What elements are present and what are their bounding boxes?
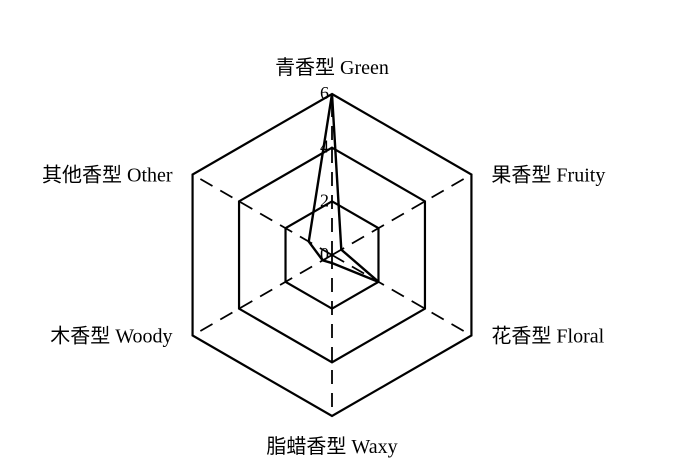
spoke-2 bbox=[331, 173, 472, 256]
radar-series-layer bbox=[307, 93, 380, 283]
axis-label-woody: 木香型 Woody bbox=[50, 325, 172, 348]
grid-ring-3 bbox=[191, 92, 473, 418]
axis-label-fruity: 果香型 Fruity bbox=[491, 164, 605, 187]
axis-label-other: 其他香型 Other bbox=[42, 164, 173, 187]
axis-label-floral: 花香型 Floral bbox=[491, 325, 604, 348]
radar-spokes bbox=[192, 94, 472, 416]
tick-label-2: 2 bbox=[320, 190, 329, 210]
tick-label-4: 4 bbox=[320, 137, 329, 157]
spoke-3 bbox=[331, 254, 472, 337]
radar-tick-labels: 0 2 4 6 bbox=[320, 83, 329, 264]
axis-label-green: 青香型 Green bbox=[275, 56, 389, 79]
tick-label-0: 0 bbox=[320, 244, 329, 264]
grid-ring-2 bbox=[237, 146, 427, 364]
tick-label-6: 6 bbox=[320, 83, 329, 103]
spoke-5 bbox=[192, 254, 333, 337]
axis-label-waxy: 脂蜡香型 Waxy bbox=[266, 435, 397, 458]
radar-axis-labels: 青香型 Green 果香型 Fruity 花香型 Floral 脂蜡香型 Waxy 木香… bbox=[42, 56, 605, 458]
